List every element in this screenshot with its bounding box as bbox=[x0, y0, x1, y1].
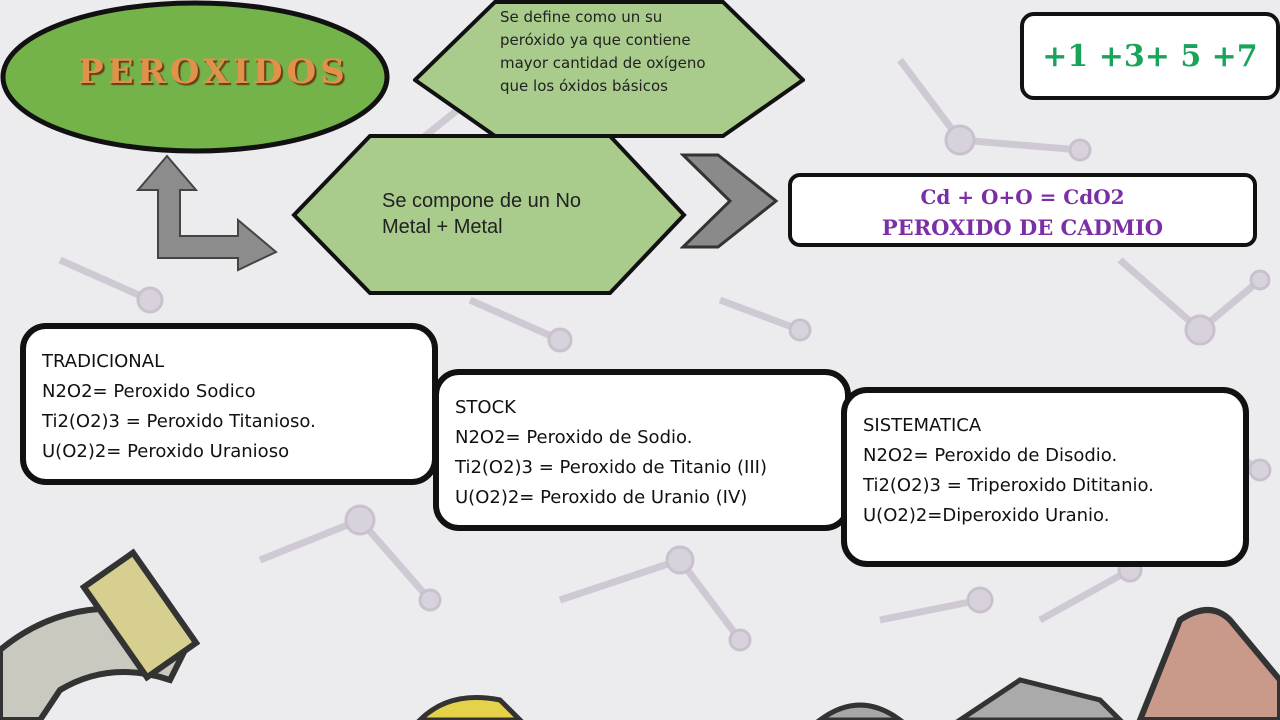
title-oval bbox=[0, 0, 390, 154]
stock-box: STOCK N2O2= Peroxido de Sodio. Ti2(O2)3 … bbox=[433, 369, 851, 531]
sistematica-line: Ti2(O2)3 = Triperoxido Dititanio. bbox=[863, 475, 1154, 496]
title-text: PEROXIDOS bbox=[78, 52, 349, 92]
tradicional-line: U(O2)2= Peroxido Uranioso bbox=[42, 441, 290, 462]
stock-line: Ti2(O2)3 = Peroxido de Titanio (III) bbox=[455, 457, 767, 478]
definition-text: Se define como un su peróxido ya que con… bbox=[500, 8, 706, 95]
sistematica-box: SISTEMATICA N2O2= Peroxido de Disodio. T… bbox=[841, 387, 1249, 567]
composition-text: Se compone de un No Metal + Metal bbox=[382, 190, 582, 238]
sistematica-line: U(O2)2=Diperoxido Uranio. bbox=[863, 505, 1110, 526]
example-box: Cd + O+O = CdO2 PEROXIDO DE CADMIO bbox=[788, 173, 1257, 247]
tradicional-heading: TRADICIONAL bbox=[42, 351, 165, 372]
example-equation: Cd + O+O = CdO2 bbox=[920, 185, 1125, 209]
microscope-illustration bbox=[0, 548, 1280, 720]
definition-hexagon bbox=[413, 0, 805, 138]
bent-arrow-icon bbox=[135, 154, 278, 272]
tradicional-line: N2O2= Peroxido Sodico bbox=[42, 381, 256, 402]
example-name: PEROXIDO DE CADMIO bbox=[881, 215, 1164, 240]
chevron-right-icon bbox=[680, 153, 779, 249]
tradicional-line: Ti2(O2)3 = Peroxido Titanioso. bbox=[42, 411, 316, 432]
tradicional-box: TRADICIONAL N2O2= Peroxido Sodico Ti2(O2… bbox=[20, 323, 438, 485]
sistematica-line: N2O2= Peroxido de Disodio. bbox=[863, 445, 1118, 466]
stock-line: N2O2= Peroxido de Sodio. bbox=[455, 427, 693, 448]
stock-heading: STOCK bbox=[455, 397, 516, 418]
sistematica-heading: SISTEMATICA bbox=[863, 415, 982, 436]
stock-line: U(O2)2= Peroxido de Uranio (IV) bbox=[455, 487, 748, 508]
oxidation-states-box: +1 +3+ 5 +7 bbox=[1020, 12, 1280, 100]
composition-hexagon bbox=[291, 134, 687, 295]
